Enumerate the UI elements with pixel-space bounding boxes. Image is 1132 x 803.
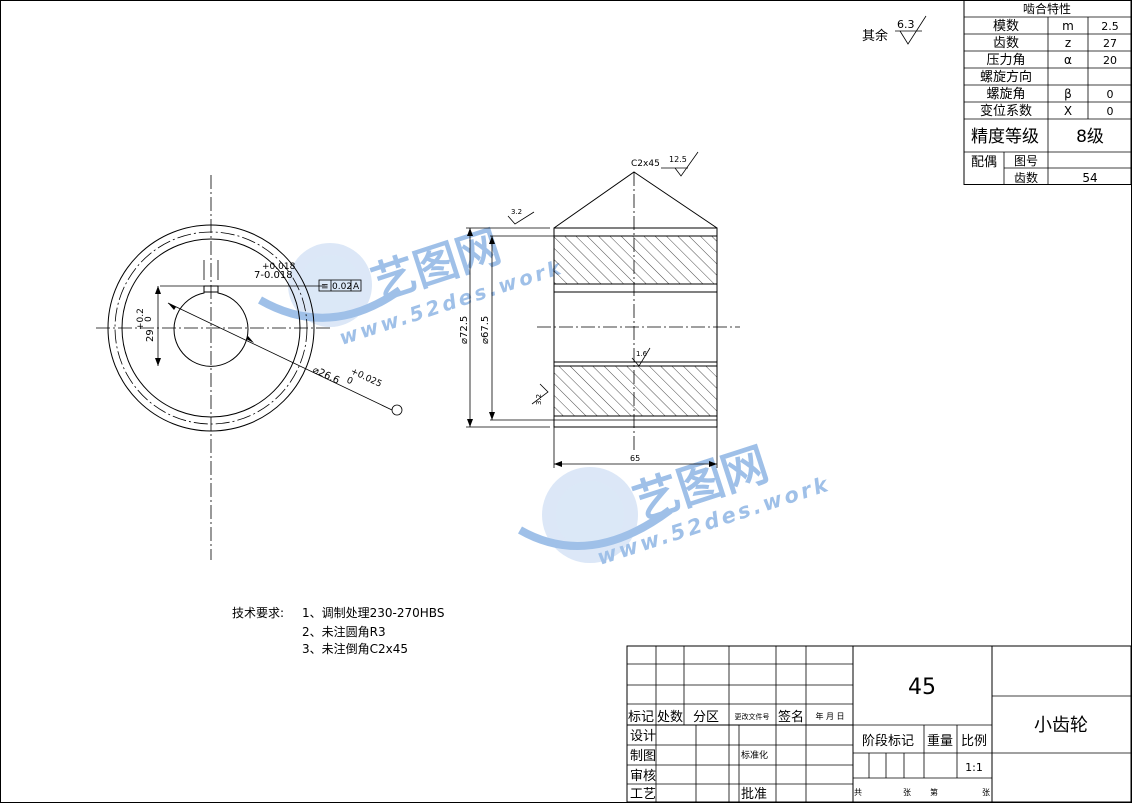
roughness-top: 12.5 (669, 155, 687, 164)
roughness-top-icon (674, 151, 699, 177)
chamfer-outline (553, 171, 718, 229)
row-drafting: 制图 (630, 749, 656, 764)
roughness-bore: 1.6 (636, 350, 648, 358)
hdr-sign: 签名 (778, 709, 804, 725)
bore-tol-lower: 0 (345, 376, 355, 388)
roughness-bore-icon (631, 347, 651, 367)
tech-item-1: 1、调制处理230-270HBS (302, 606, 444, 620)
bore-leader (167, 302, 393, 411)
hdr-mark: 标记 (628, 710, 654, 725)
end-view: +0.018 7-0.018 ≡ 0.02 A 29 +0.2 0 ⌀26.6 … (96, 175, 403, 560)
param-symbol: m (1062, 19, 1074, 33)
param-value: 0 (1107, 105, 1114, 118)
tech-requirements: 技术要求: 1、调制处理230-270HBS 2、未注圆角R3 3、未注倒角C2… (232, 606, 444, 656)
watermark-globe-icon (258, 243, 403, 327)
gear-body (553, 227, 718, 428)
weight: 重量 (927, 733, 953, 749)
sheet-unit1: 张 (903, 788, 911, 797)
key-width: 7-0.018 (254, 270, 293, 281)
part-name: 小齿轮 (1034, 715, 1088, 736)
mating-teeth-value: 54 (1082, 171, 1097, 185)
mating-label: 配偶 (971, 155, 997, 170)
tech-item-3: 3、未注倒角C2x45 (302, 641, 408, 656)
param-name: 螺旋角 (986, 87, 1025, 102)
param-symbol: α (1064, 53, 1072, 67)
param-name: 模数 (993, 19, 1019, 34)
scale-label: 比例 (961, 734, 987, 749)
tech-item-2: 2、未注圆角R3 (302, 624, 386, 639)
accuracy-label: 精度等级 (971, 127, 1039, 147)
param-value: 20 (1103, 54, 1117, 67)
stage-mark: 阶段标记 (862, 734, 914, 749)
surface-value: 6.3 (897, 18, 915, 31)
keyway-depth-tol-lower: 0 (144, 316, 154, 322)
sheet-total: 共 (854, 788, 862, 797)
surface-default: 其余 6.3 (862, 15, 927, 45)
hdr-change-doc: 更改文件号 (735, 712, 770, 721)
row-process: 工艺 (630, 787, 656, 802)
symmetry-frame (318, 279, 362, 292)
datum-label: A (353, 282, 360, 292)
symmetry-value: 0.02 (332, 282, 352, 292)
roughness-face: 3.2 (511, 208, 522, 216)
param-name: 压力角 (986, 53, 1025, 68)
hdr-count: 处数 (657, 710, 683, 725)
watermark-globe-icon-2 (518, 467, 673, 563)
hatch-upper (553, 235, 718, 285)
param-name: 螺旋方向 (980, 69, 1032, 85)
standardize: 标准化 (741, 749, 768, 761)
mating-teeth-label: 齿数 (1014, 170, 1038, 185)
params-header: 啮合特性 (1023, 1, 1071, 16)
datum-circle (391, 404, 403, 416)
param-symbol: β (1064, 87, 1072, 101)
material: 45 (908, 675, 936, 700)
keyway-depth-tol-upper: +0.2 (136, 308, 146, 330)
accuracy-value: 8级 (1076, 127, 1104, 147)
hdr-date: 年 月 日 (815, 711, 844, 721)
chamfer-label: C2x45 (631, 159, 660, 169)
hatch-lower (553, 365, 718, 417)
param-value: 27 (1103, 37, 1117, 50)
sheet-of: 第 (930, 787, 938, 797)
roughness-face-icon (507, 211, 535, 225)
sheet-unit2: 张 (982, 788, 990, 797)
param-name: 齿数 (993, 36, 1019, 51)
param-symbol: X (1064, 104, 1072, 118)
roughness-side-icon (531, 383, 549, 405)
width-dim: 65 (630, 454, 640, 463)
approve: 批准 (741, 787, 767, 802)
param-symbol: z (1065, 36, 1071, 50)
param-name: 变位系数 (980, 103, 1032, 119)
keyway-depth: 29 (145, 329, 156, 342)
param-value: 0 (1107, 88, 1114, 101)
roughness-side: 3.2 (535, 394, 543, 405)
scale-value: 1:1 (965, 761, 983, 774)
tech-heading: 技术要求: (232, 606, 284, 620)
roughness-default-icon (899, 15, 927, 45)
drawing-no-label: 图号 (1014, 154, 1038, 168)
param-value: 2.5 (1101, 20, 1119, 33)
surface-prefix: 其余 (862, 28, 888, 44)
section-view: C2x45 12.5 3.2 1.6 3.2 ⌀72.5 ⌀67.5 65 (459, 151, 740, 468)
symmetry-symbol: ≡ (321, 282, 329, 292)
watermark-top: 艺图网 www.52des.work (258, 221, 566, 350)
watermark-bottom: 艺图网 www.52des.work (518, 436, 834, 570)
row-design: 设计 (630, 729, 656, 744)
row-review: 审核 (630, 769, 656, 784)
title-block: 45 小齿轮 标记 处数 分区 更改文件号 签名 年 月 日 设计 制图 审核 … (626, 645, 1132, 803)
key-width-tol: +0.018 (262, 262, 296, 272)
hdr-zone: 分区 (693, 710, 719, 725)
dia-outer: ⌀72.5 (459, 316, 470, 344)
dia-root: ⌀67.5 (480, 316, 491, 344)
bore-outline (173, 291, 249, 367)
bore-dia: ⌀26.6 (311, 365, 341, 387)
